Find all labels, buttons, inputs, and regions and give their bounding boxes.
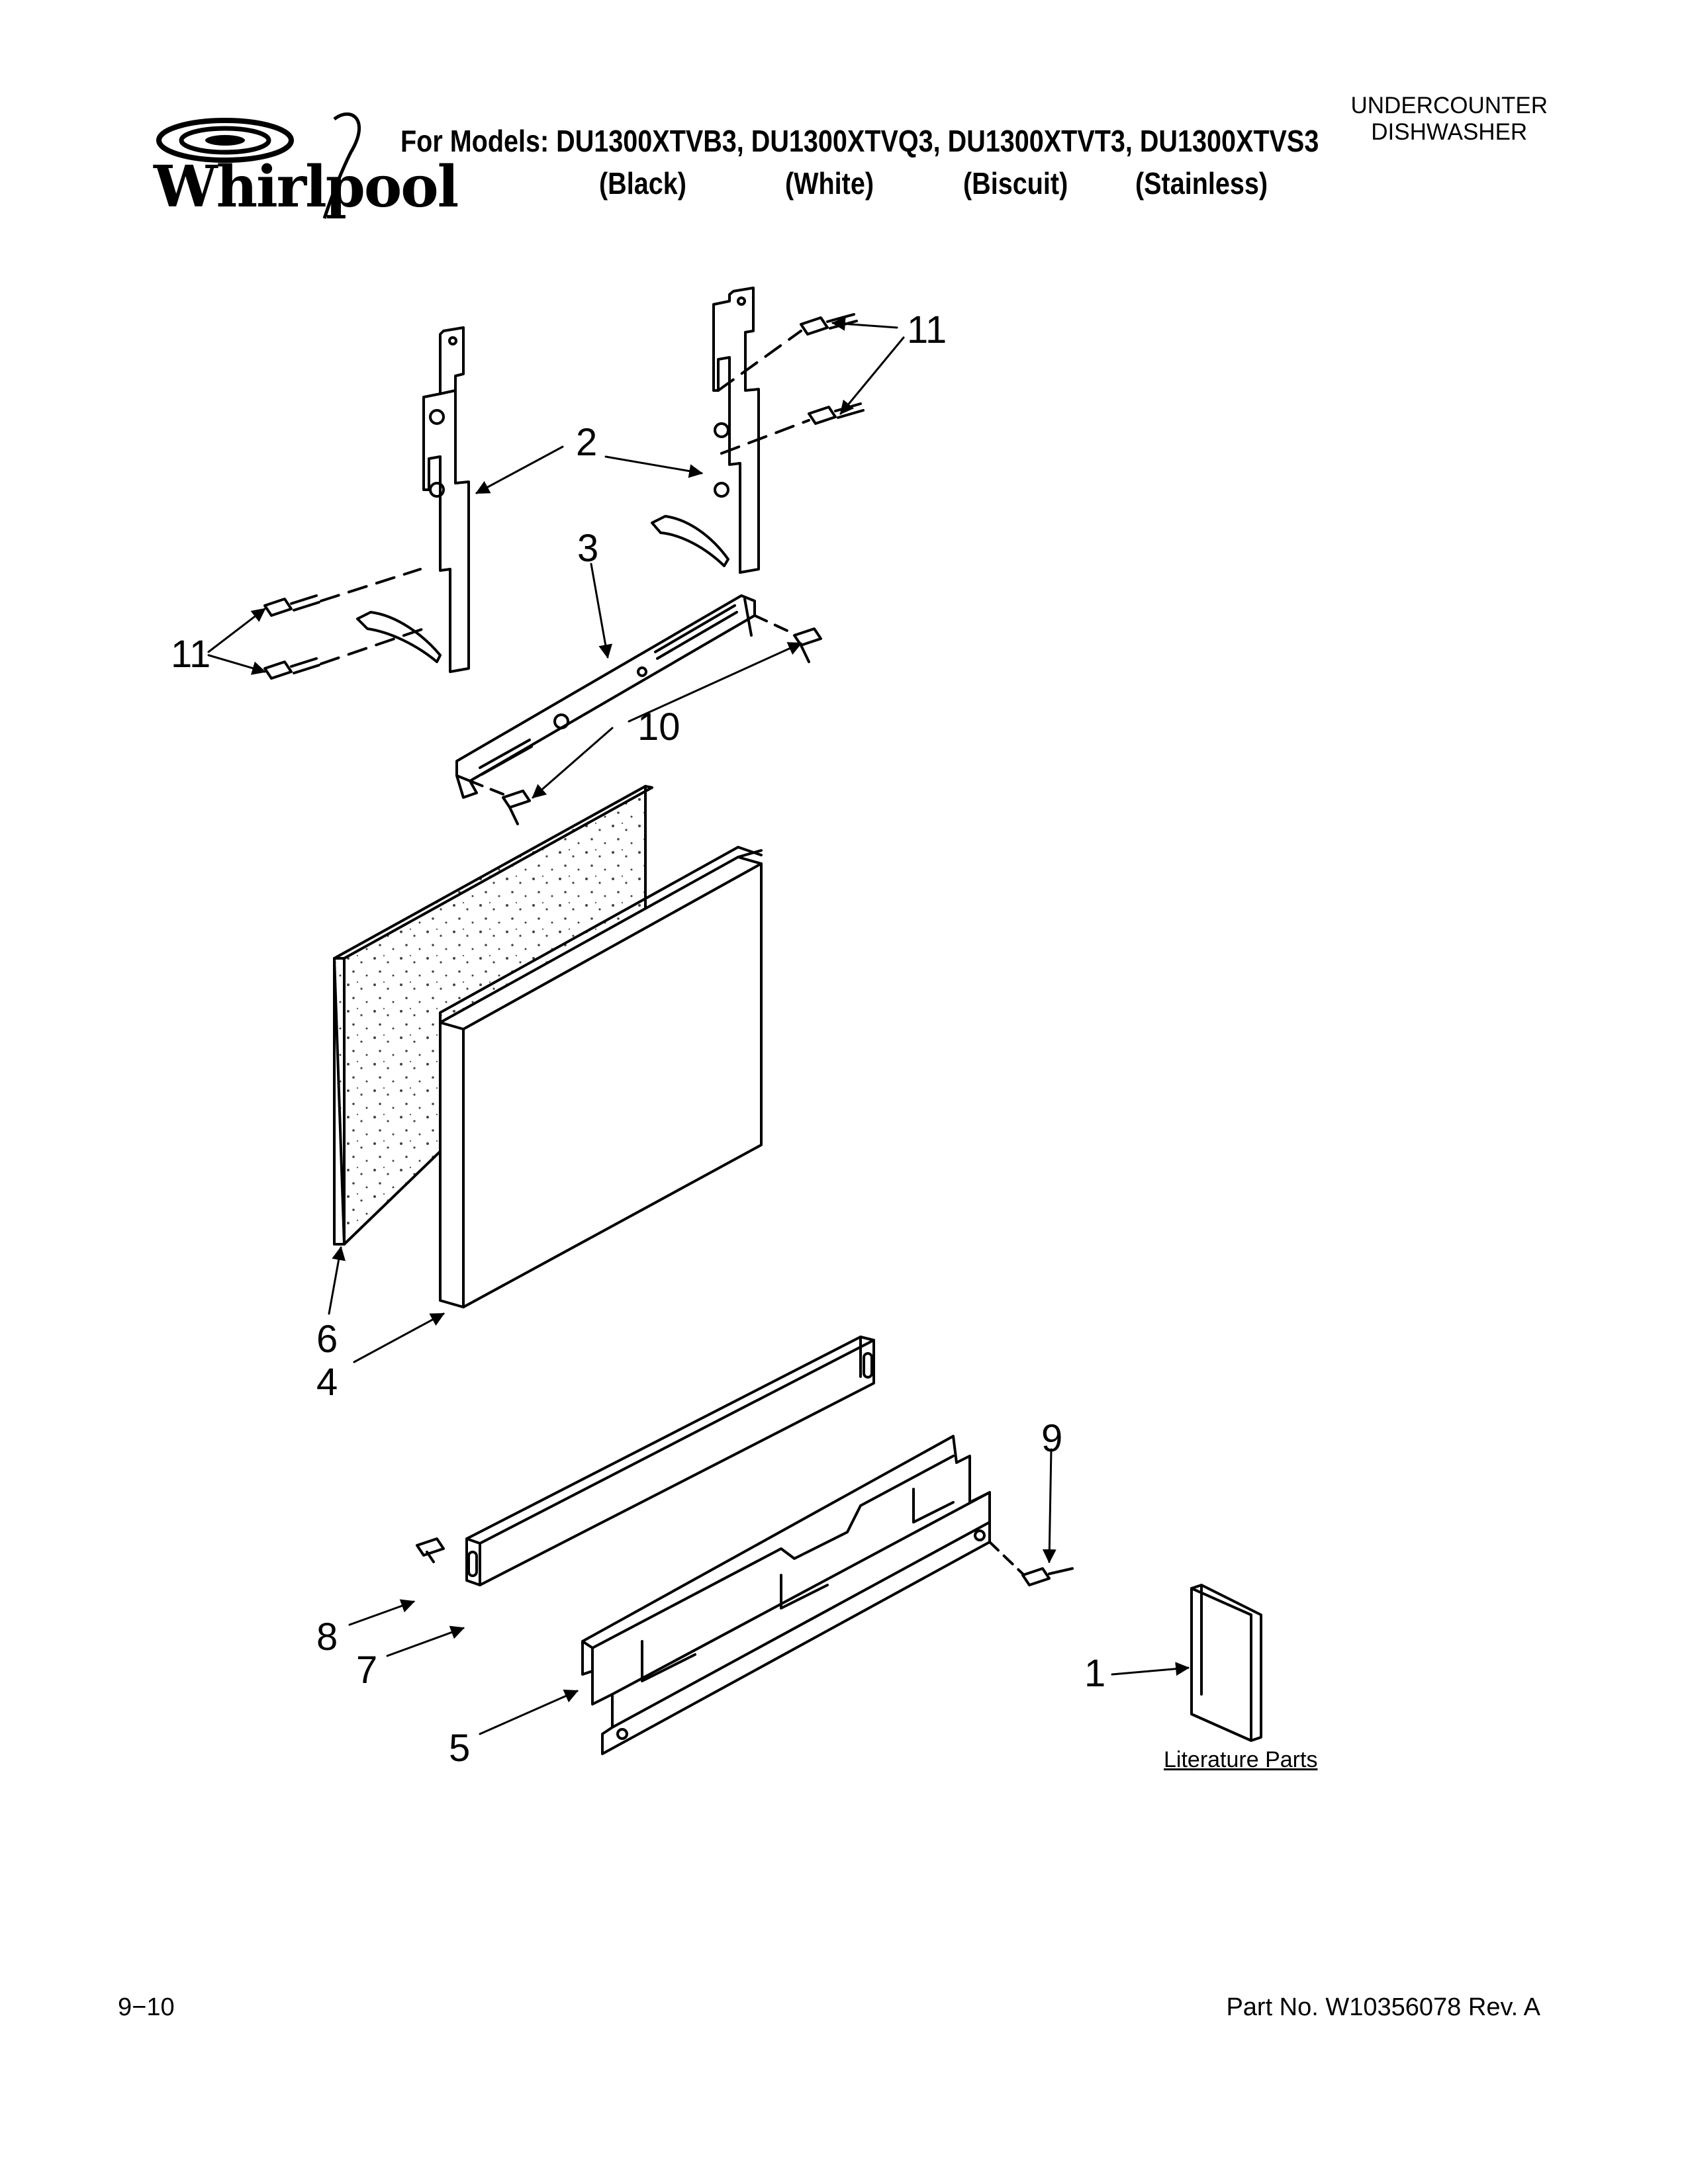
document-type: UNDERCOUNTER DISHWASHER bbox=[1351, 93, 1548, 146]
page-number: 9−10 bbox=[118, 1993, 175, 2021]
hinge-bracket-right bbox=[651, 287, 760, 574]
literature-booklet bbox=[1190, 1584, 1262, 1742]
whirlpool-logo: Whirlpool bbox=[132, 106, 459, 245]
callout-11-right: 11 bbox=[907, 308, 947, 351]
models-line: For Models: DU1300XTVB3, DU1300XTVQ3, DU… bbox=[400, 124, 1319, 158]
screws-11-left bbox=[263, 568, 425, 680]
callout-2: 2 bbox=[576, 421, 598, 464]
screw-9 bbox=[988, 1541, 1074, 1586]
callout-7: 7 bbox=[356, 1649, 378, 1692]
kickplate-bracket bbox=[581, 1435, 991, 1755]
callout-5: 5 bbox=[449, 1727, 471, 1770]
callout-3: 3 bbox=[577, 527, 599, 570]
color-white: (White) bbox=[785, 166, 874, 201]
literature-parts-caption: Literature Parts bbox=[1164, 1747, 1318, 1772]
brand-wordmark: Whirlpool bbox=[154, 154, 459, 220]
callout-11-left: 11 bbox=[171, 633, 211, 676]
part-number: Part No. W10356078 Rev. A bbox=[1226, 1993, 1540, 2021]
hinge-bracket-left bbox=[356, 326, 470, 673]
callout-10: 10 bbox=[637, 705, 680, 749]
doc-type-line2: DISHWASHER bbox=[1371, 119, 1528, 145]
leader-lines bbox=[207, 316, 1190, 1735]
doc-type-line1: UNDERCOUNTER bbox=[1350, 93, 1548, 118]
callout-6: 6 bbox=[316, 1318, 338, 1361]
color-black: (Black) bbox=[599, 166, 686, 201]
callout-1: 1 bbox=[1084, 1652, 1106, 1695]
callout-8: 8 bbox=[316, 1615, 338, 1659]
callout-4: 4 bbox=[316, 1361, 338, 1404]
screws-11-right bbox=[717, 313, 865, 455]
toe-panel-clip bbox=[416, 1537, 445, 1563]
toe-panel bbox=[465, 1336, 875, 1586]
swirl-icon bbox=[156, 112, 361, 219]
screws-10 bbox=[469, 614, 822, 825]
door-rail-bracket bbox=[455, 594, 756, 799]
color-biscuit: (Biscuit) bbox=[963, 166, 1068, 201]
color-stainless: (Stainless) bbox=[1135, 166, 1268, 201]
door-outer-panel bbox=[439, 846, 763, 1308]
callout-9: 9 bbox=[1041, 1417, 1063, 1460]
